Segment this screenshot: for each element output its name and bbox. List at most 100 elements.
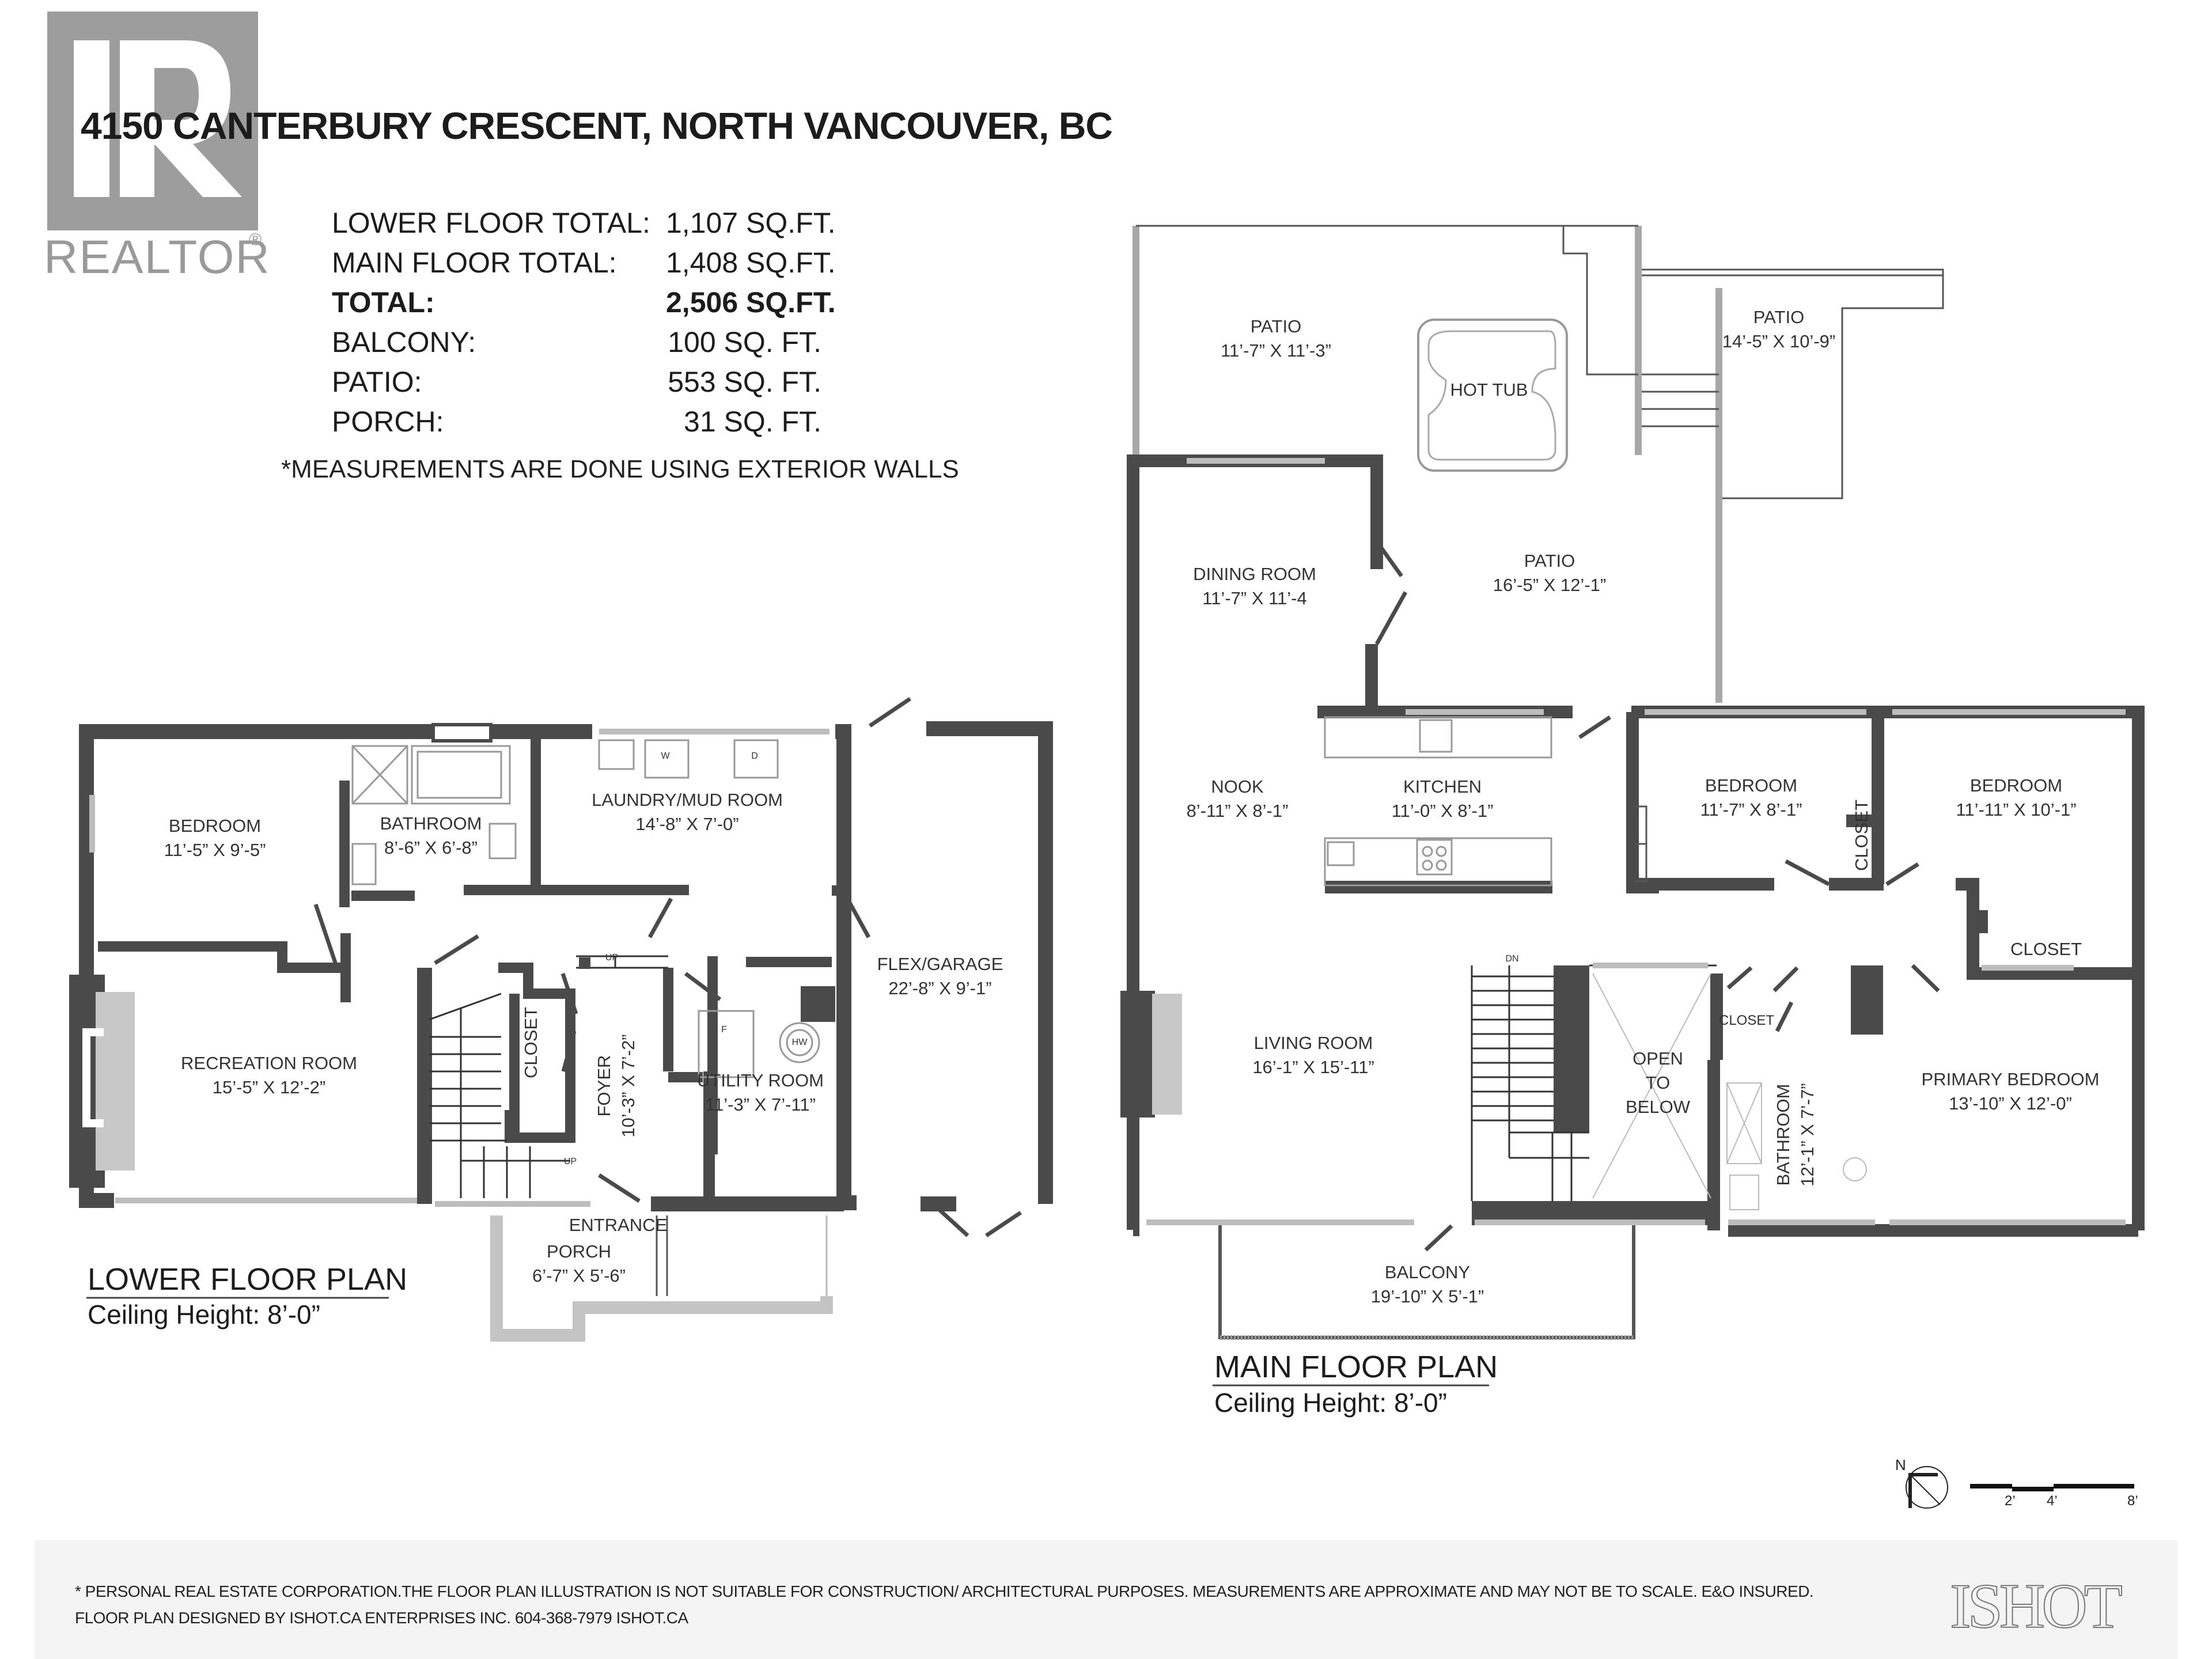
room-label: PRIMARY BEDROOM 13’-10” X 12’-0” xyxy=(1922,1067,2100,1116)
room-name: FLEX/GARAGE xyxy=(877,954,1003,975)
room-dimensions: 16’-5” X 12’-1” xyxy=(1493,575,1607,595)
room-label: LIVING ROOM 16’-1” X 15’-11” xyxy=(1252,1031,1374,1080)
footer-band xyxy=(35,1540,2177,1659)
north-arrow-icon xyxy=(1906,1466,1948,1509)
room-name: DINING ROOM xyxy=(1193,564,1316,585)
lower-floor-plan-title: LOWER FLOOR PLAN xyxy=(88,1262,408,1297)
plan-annotation: HW xyxy=(791,1037,808,1047)
realtor-r-logo-icon xyxy=(47,12,258,230)
room-dimensions: 8’-11” X 8’-1” xyxy=(1186,801,1289,821)
area-summary-table: LOWER FLOOR TOTAL: 1,107 SQ.FT. MAIN FLOO… xyxy=(332,203,836,441)
room-name: BEDROOM xyxy=(1705,775,1798,796)
summary-row-lower: LOWER FLOOR TOTAL: 1,107 SQ.FT. xyxy=(332,203,836,243)
ishot-brand-logo: ISHOT xyxy=(1949,1570,2123,1642)
room-name: CLOSET xyxy=(521,1006,541,1079)
footer-disclaimer: * PERSONAL REAL ESTATE CORPORATION.THE F… xyxy=(75,1578,1814,1631)
room-dimensions: 11’-7” X 8’-1” xyxy=(1700,800,1802,820)
room-label: BEDROOM 11’-5” X 9’-5” xyxy=(164,814,266,862)
plan-annotation: CLOSET xyxy=(1718,1012,1775,1028)
disclaimer-line-2: FLOOR PLAN DESIGNED BY ISHOT.CA ENTERPRI… xyxy=(75,1609,688,1627)
room-name: UTILITY ROOM xyxy=(697,1070,824,1091)
room-dimensions: 13’-10” X 12’-0” xyxy=(1949,1093,2072,1113)
room-name: BALCONY xyxy=(1384,1262,1471,1283)
summary-value: 1,107 SQ.FT. xyxy=(666,206,836,239)
room-name: BATHROOM xyxy=(380,813,482,834)
scale-bar-icon xyxy=(1970,1484,2134,1491)
room-name: OPEN TO BELOW xyxy=(1626,1048,1690,1117)
room-label: BALCONY 19’-10” X 5’-1” xyxy=(1371,1260,1484,1309)
disclaimer-line-1: * PERSONAL REAL ESTATE CORPORATION.THE F… xyxy=(75,1582,1814,1600)
lower-floor-plan-drawing xyxy=(69,697,1053,1342)
room-name: BEDROOM xyxy=(168,816,262,836)
room-dimensions: 11’-0” X 8’-1” xyxy=(1391,801,1494,821)
lower-floor-ceiling-height: Ceiling Height: 8’-0” xyxy=(88,1300,320,1330)
room-label: PATIO 14’-5” X 10’-9” xyxy=(1722,305,1835,354)
room-label: DINING ROOM 11’-7” X 11’-4 xyxy=(1193,562,1316,611)
room-dimensions: 11’-5” X 9’-5” xyxy=(164,840,266,860)
room-dimensions: 11’-11” X 10’-1” xyxy=(1956,800,2077,820)
scale-tick-2: 2’ xyxy=(2005,1493,2016,1509)
room-name: NOOK xyxy=(1211,777,1264,797)
summary-row-balcony: BALCONY: 100 SQ. FT. xyxy=(332,322,821,362)
room-dimensions: 11’-7” X 11’-4 xyxy=(1202,588,1307,608)
north-label: N xyxy=(1895,1456,1906,1474)
plan-annotation: HOT TUB xyxy=(1450,380,1528,400)
summary-row-total: TOTAL:2,506 SQ.FT. xyxy=(332,282,836,322)
room-dimensions: 10’-3” X 7’-2” xyxy=(618,1034,638,1138)
room-name: LIVING ROOM xyxy=(1253,1033,1373,1054)
room-name: LAUNDRY/MUD ROOM xyxy=(592,790,783,810)
plan-annotation: ENTRANCE xyxy=(569,1215,668,1236)
room-name: PATIO xyxy=(1524,551,1575,571)
room-dimensions: 19’-10” X 5’-1” xyxy=(1370,1286,1484,1306)
room-label: NOOK 8’-11” X 8’-1” xyxy=(1187,775,1289,823)
summary-label: BALCONY: xyxy=(332,325,476,358)
registered-mark: ® xyxy=(249,230,262,249)
room-dimensions: 16’-1” X 15’-11” xyxy=(1252,1057,1374,1077)
room-dimensions: 11’-7” X 11’-3” xyxy=(1221,340,1331,361)
room-name: PRIMARY BEDROOM xyxy=(1921,1069,2100,1090)
summary-value: 31 SQ. FT. xyxy=(684,405,821,438)
room-name: KITCHEN xyxy=(1403,777,1482,797)
scale-tick-4: 4’ xyxy=(2047,1493,2058,1509)
room-name: FOYER xyxy=(594,1055,615,1117)
room-label: OPEN TO BELOW xyxy=(1626,1047,1690,1119)
plan-annotation: D xyxy=(751,751,758,761)
room-name: PATIO xyxy=(1250,316,1302,337)
summary-row-patio: PATIO: 553 SQ. FT. xyxy=(332,362,821,402)
plan-annotation: CLOSET xyxy=(2010,939,2082,960)
plan-annotation: UP xyxy=(563,1157,577,1166)
room-dimensions: 6’-7” X 5’-6” xyxy=(532,1266,626,1286)
room-label: PATIO 11’-7” X 11’-3” xyxy=(1221,315,1331,363)
room-dimensions: 14’-5” X 10’-9” xyxy=(1722,331,1836,351)
property-address-title: 4150 CANTERBURY CRESCENT, NORTH VANCOUVE… xyxy=(81,104,1113,147)
summary-label: LOWER FLOOR TOTAL: xyxy=(332,206,650,239)
summary-label: PATIO: xyxy=(332,365,422,398)
plan-annotation: W xyxy=(661,751,670,761)
summary-value: 553 SQ. FT. xyxy=(668,365,821,398)
summary-label: MAIN FLOOR TOTAL: xyxy=(332,246,617,279)
room-name: BEDROOM xyxy=(1969,775,2063,796)
room-name: PATIO xyxy=(1753,307,1805,328)
room-name: RECREATION ROOM xyxy=(181,1053,357,1074)
room-name: BATHROOM xyxy=(1773,1084,1794,1186)
room-label: LAUNDRY/MUD ROOM 14’-8” X 7’-0” xyxy=(592,788,783,836)
main-floor-plan-title: MAIN FLOOR PLAN xyxy=(1214,1350,1498,1384)
room-label: BEDROOM 11’-7” X 8’-1” xyxy=(1700,774,1802,822)
room-dimensions: 14’-8” X 7’-0” xyxy=(635,814,739,834)
main-floor-ceiling-height: Ceiling Height: 8’-0” xyxy=(1214,1388,1447,1418)
room-label-vertical: CLOSET xyxy=(1850,800,1874,871)
summary-label: PORCH: xyxy=(332,405,444,438)
summary-value: 100 SQ. FT. xyxy=(668,325,821,358)
summary-row-main: MAIN FLOOR TOTAL:1,408 SQ.FT. xyxy=(332,243,836,282)
main-floor-plan-drawing xyxy=(1120,225,2145,1340)
plan-annotation: DN xyxy=(1505,954,1519,964)
summary-row-porch: PORCH: 31 SQ. FT. xyxy=(332,402,821,441)
